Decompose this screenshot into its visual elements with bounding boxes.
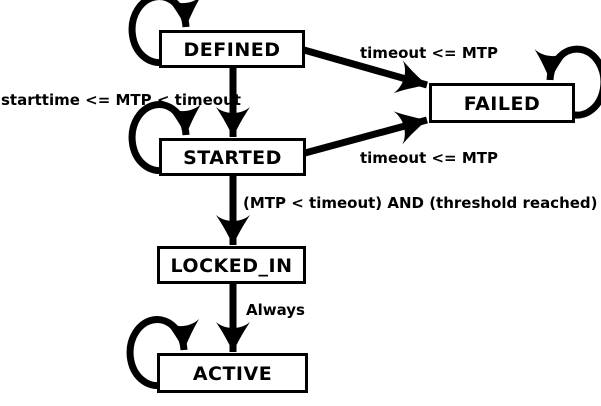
transitions	[216, 46, 428, 352]
state-failed-box	[429, 83, 575, 123]
state-defined-box	[159, 30, 305, 68]
state-started-box	[159, 138, 306, 176]
state-failed-label: FAILED	[464, 93, 540, 115]
state-locked-in-label: LOCKED_IN	[171, 255, 293, 277]
transition-defined-to-failed-label: timeout <= MTP	[360, 44, 498, 62]
self-loop-defined-arrow	[128, 0, 202, 67]
transition-locked-in-to-active-label: Always	[246, 301, 305, 319]
transition-started-to-locked-in-label: (MTP < timeout) AND (threshold reached)	[243, 194, 598, 212]
state-defined-label: DEFINED	[184, 39, 281, 61]
self-loop-active-arrow	[126, 316, 200, 390]
state-started-label: STARTED	[183, 147, 282, 169]
transition-started-to-failed-label: timeout <= MTP	[360, 149, 498, 167]
states: DEFINED FAILED STARTED LOCKED_IN ACTIVE	[157, 30, 575, 393]
self-loop-failed-arrow	[534, 45, 601, 119]
state-failed: FAILED	[429, 83, 575, 123]
state-locked-in-box	[157, 246, 306, 284]
state-defined: DEFINED	[159, 30, 305, 68]
transition-labels: starttime <= MTP < timeout timeout <= MT…	[1, 44, 598, 319]
transition-defined-to-failed-arrow	[303, 46, 428, 94]
state-locked-in: LOCKED_IN	[157, 246, 306, 284]
self-loops	[126, 0, 601, 390]
transition-defined-to-started-label: starttime <= MTP < timeout	[1, 91, 241, 109]
state-started: STARTED	[159, 138, 306, 176]
self-loop-started-arrow	[128, 101, 202, 175]
state-active: ACTIVE	[157, 353, 308, 393]
state-active-label: ACTIVE	[193, 363, 272, 385]
state-active-box	[157, 353, 308, 393]
transition-started-to-failed-arrow	[304, 111, 428, 157]
